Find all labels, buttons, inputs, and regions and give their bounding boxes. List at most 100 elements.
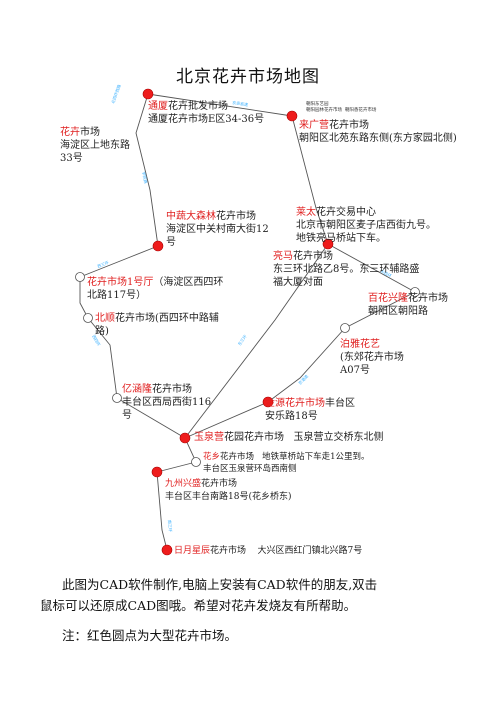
market-markers: [75, 88, 420, 556]
route-lines: [79, 93, 416, 551]
market-address: 海淀区上地东路33号: [60, 140, 130, 164]
market-address: 大兴区西红门镇北兴路7号: [257, 546, 363, 556]
market-name-suffix: 花卉市场: [220, 452, 255, 462]
market-name: 玉泉营: [194, 432, 224, 443]
label-huahui-1: 花卉市场1号厅（海淀区西四环北路117号）: [87, 276, 227, 302]
route-huahui1-beishun: [79, 277, 89, 319]
market-name-suffix: 丰台区: [325, 398, 355, 409]
route-tongxia-zhongshu: [135, 93, 159, 247]
market-name: 来广营: [299, 120, 329, 131]
market-note: 地铁亮马桥站下车。: [296, 233, 386, 244]
market-address: 北京市朝阳区麦子店西街九号。: [296, 220, 436, 231]
footer-line-3: 注：红色圆点为大型花卉市场。: [62, 628, 238, 643]
route-jiuzhou-riyue: [156, 471, 168, 551]
marker-jiuzhou: [151, 466, 163, 478]
marker-tongxia: [142, 88, 154, 100]
road-label: 东四环: [380, 268, 393, 279]
label-laiguangying: 来广营花卉市场 朝阳区北苑东路东侧(东方家园北侧): [299, 119, 469, 145]
small-text: 朝阳园林花卉市场: [306, 108, 342, 113]
footer-line-1: 此图为CAD软件制作,电脑上安装有CAD软件的朋友,双击: [62, 577, 378, 592]
market-name-suffix: 花卉批发市场: [168, 101, 228, 112]
market-name-suffix: 花卉交易中心: [316, 207, 376, 218]
market-address: (西四环中路辅路): [95, 313, 219, 337]
route-yihanlong-yuquanying: [116, 397, 186, 439]
marker-liangma: [322, 238, 334, 250]
market-note: 地铁草桥站下车走1公里到。: [262, 452, 370, 462]
small-text: 朝阳东艺园: [306, 102, 329, 107]
market-address: 安乐路18号: [265, 411, 318, 422]
market-name: 花乡: [203, 452, 221, 462]
route-tongxia-laiguangying: [147, 93, 293, 117]
route-boya-jinyuan: [267, 327, 346, 403]
route-liangma-baihua: [327, 243, 416, 293]
footer-line-2: 鼠标可以还原成CAD图哦。希望对花卉发烧友有所帮助。: [40, 598, 357, 613]
market-address: 朝阳区朝阳路: [368, 306, 428, 317]
label-liangma: 亮马花卉市场 东三环北路乙8号。东三环辅路盛福大厦对面: [273, 250, 425, 289]
marker-laiguangying: [286, 110, 298, 122]
label-laiguangying-small: 朝阳东艺园 朝阳园林花卉市场 朝阳香花卉市场: [306, 102, 396, 114]
market-address: 玉泉营立交桥东北侧: [293, 432, 384, 443]
route-zhongshu-huahui1: [79, 245, 159, 278]
label-jiuzhouxingcheng: 九州兴盛花卉市场 丰台区丰台南路18号(花乡桥东): [165, 478, 325, 504]
route-beishun-yihanlong: [87, 317, 118, 399]
road-label: 京承高速: [232, 99, 249, 107]
market-name-suffix: 花卉市场: [329, 120, 369, 131]
label-tongxia: 通厦花卉批发市场 通厦花卉市场E区34-36号: [148, 100, 264, 126]
market-name: 莱太: [296, 207, 316, 218]
marker-riyue: [161, 544, 173, 556]
road-label: 南三环: [167, 520, 174, 532]
market-name: 百花兴隆: [368, 293, 408, 304]
marker-zhongshu: [152, 240, 164, 252]
market-address: 丰台区西局西街116号: [122, 397, 212, 421]
market-address: 海淀区中关村南大街12号: [166, 224, 269, 248]
small-text: 朝阳香花卉市场: [344, 108, 377, 113]
label-huaxiang: 花乡花卉市场 地铁草桥站下车走1公里到。 丰台区玉泉营环岛西南侧: [203, 451, 453, 475]
market-name: 通厦: [148, 101, 168, 112]
market-name: 亿涵隆: [122, 384, 152, 395]
market-address: 朝阳区北苑东路东侧(东方家园北侧): [299, 133, 457, 144]
market-name-suffix: 花园花卉市场: [224, 432, 284, 443]
market-address: 丰台区玉泉营环岛西南侧: [203, 464, 297, 474]
market-name-suffix: 花卉市场: [216, 211, 256, 222]
market-name: 日月星辰: [174, 546, 211, 556]
route-baihua-boya: [344, 291, 416, 329]
market-name-suffix: 花卉市场: [293, 251, 333, 262]
road-label: 东三环: [236, 333, 248, 346]
market-name-suffix: 花卉市场: [408, 293, 448, 304]
market-name: 北顺: [95, 313, 115, 324]
market-address: (东郊花卉市场A07号: [340, 352, 404, 376]
market-name: 中蔬大森林: [166, 211, 216, 222]
road-label: 西三环: [97, 260, 110, 269]
road-label: 西四环: [91, 334, 101, 347]
label-baihuaxinglong: 百花兴隆花卉市场 朝阳区朝阳路: [368, 292, 468, 318]
route-huaxiang-jiuzhou: [156, 461, 197, 473]
market-name: 花卉: [60, 127, 80, 138]
label-zhongshu: 中蔬大森林花卉市场 海淀区中关村南大街12号: [166, 210, 274, 249]
market-address: 通厦花卉市场E区34-36号: [148, 114, 265, 125]
market-name-suffix: 花卉市场: [210, 546, 247, 556]
marker-yuquanying: [179, 432, 191, 444]
label-jinyuan: 金源花卉市场丰台区 安乐路18号: [265, 397, 385, 423]
label-beishun: 北顺花卉市场(西四环中路辅路): [95, 312, 225, 338]
route-liangma-yuquanying: [184, 243, 329, 439]
market-name-suffix: 市场: [80, 127, 100, 138]
label-yuquanying: 玉泉营花园花卉市场 玉泉营立交桥东北侧: [194, 431, 444, 444]
market-name: 金源花卉市场: [265, 398, 325, 409]
market-name: 亮马: [273, 251, 293, 262]
market-name: 花卉市场1号厅: [87, 277, 154, 288]
market-address: 丰台区丰台南路18号(花乡桥东): [165, 492, 292, 502]
route-jinyuan-yuquanying: [184, 401, 269, 439]
label-riyuexingchen: 日月星辰花卉市场 大兴区西红门镇北兴路7号: [174, 545, 414, 558]
route-laiguangying-liangma: [291, 115, 329, 245]
marker-baihua: [410, 287, 420, 297]
market-address: 东三环北路乙8号。东三环辅路盛福大厦对面: [273, 264, 420, 288]
marker-jinyuan: [262, 396, 274, 408]
label-huahui-haidian: 花卉市场 海淀区上地东路33号: [60, 126, 132, 165]
map-title: 北京花卉市场地图: [176, 67, 320, 87]
label-laitai: 莱太花卉交易中心 北京市朝阳区麦子店西街九号。 地铁亮马桥站下车。: [296, 206, 486, 245]
marker-boya: [340, 323, 350, 333]
marker-beishun: [83, 313, 93, 323]
label-yihanlong: 亿涵隆花卉市场 丰台区西局西街116号: [122, 383, 212, 422]
market-name-suffix: 花卉市场: [152, 384, 192, 395]
